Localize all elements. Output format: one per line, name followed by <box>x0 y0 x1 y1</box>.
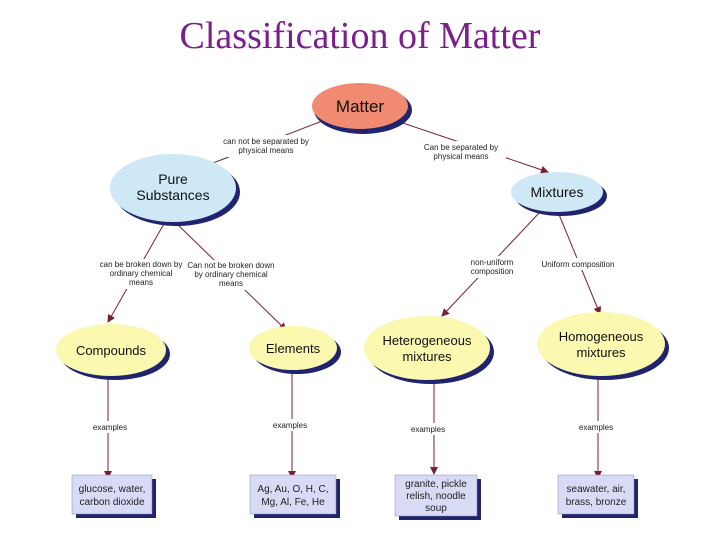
label-cannot-separate-line1: can not be separated by <box>223 137 309 146</box>
examples-compounds-line1: glucose, water, <box>79 484 146 495</box>
node-pure-label-line2: Substances <box>136 187 209 203</box>
node-compounds: Compounds <box>56 324 170 380</box>
label-cannot-separate-line2: physical means <box>238 146 293 155</box>
label-broken-down-line3: means <box>129 278 153 287</box>
label-non-uniform-line2: composition <box>471 267 514 276</box>
label-non-uniform-line1: non-uniform <box>471 258 514 267</box>
examples-heterogeneous-line2: relish, noodle <box>406 491 466 502</box>
link-labels: can not be separated by physical means C… <box>88 135 618 435</box>
examples-compounds-line2: carbon dioxide <box>79 497 144 508</box>
node-mixtures: Mixtures <box>511 172 607 216</box>
label-broken-down-line1: can be broken down by <box>100 260 183 269</box>
node-homogeneous-mixtures: Homogeneous mixtures <box>537 312 669 380</box>
node-pure-label-line1: Pure <box>158 171 188 187</box>
label-can-separate-line2: physical means <box>433 152 488 161</box>
examples-compounds-box: glucose, water, carbon dioxide <box>71 474 156 518</box>
node-homogeneous-label-line2: mixtures <box>576 345 626 360</box>
node-compounds-label: Compounds <box>76 343 147 358</box>
examples-heterogeneous-box: granite, pickle relish, noodle soup <box>394 474 481 520</box>
node-heterogeneous-mixtures: Heterogeneous mixtures <box>364 316 494 384</box>
node-heterogeneous-label-line2: mixtures <box>402 349 452 364</box>
label-not-broken-down-line3: means <box>219 279 243 288</box>
examples-elements-line2: Mg, Al, Fe, He <box>261 497 325 508</box>
node-pure-substances: Pure Substances <box>110 154 240 226</box>
examples-homogeneous-box: seawater, air, brass, bronze <box>557 474 638 518</box>
examples-homogeneous-line1: seawater, air, <box>567 484 626 495</box>
examples-homogeneous-line2: brass, bronze <box>566 497 627 508</box>
label-examples-compounds: examples <box>93 423 127 432</box>
examples-heterogeneous-line1: granite, pickle <box>405 479 467 490</box>
label-examples-heterogeneous: examples <box>411 425 445 434</box>
node-matter: Matter <box>312 83 412 134</box>
slide-title: Classification of Matter <box>179 15 541 57</box>
label-examples-elements: examples <box>273 421 307 430</box>
label-not-broken-down-line1: Can not be broken down <box>187 261 274 270</box>
examples-elements-line1: Ag, Au, O, H, C, <box>257 484 328 495</box>
label-not-broken-down-line2: by ordinary chemical <box>194 270 268 279</box>
examples-heterogeneous-line3: soup <box>425 503 447 514</box>
node-elements: Elements <box>249 326 341 374</box>
label-uniform-composition: Uniform composition <box>542 260 615 269</box>
label-broken-down-line2: ordinary chemical <box>110 269 173 278</box>
examples-elements-box: Ag, Au, O, H, C, Mg, Al, Fe, He <box>249 474 340 518</box>
node-matter-label: Matter <box>336 97 385 116</box>
node-heterogeneous-label-line1: Heterogeneous <box>383 333 472 348</box>
node-elements-label: Elements <box>266 341 321 356</box>
node-homogeneous-label-line1: Homogeneous <box>559 329 644 344</box>
node-mixtures-label: Mixtures <box>531 184 584 200</box>
label-examples-homogeneous: examples <box>579 423 613 432</box>
label-can-separate-line1: Can be separated by <box>424 143 498 152</box>
